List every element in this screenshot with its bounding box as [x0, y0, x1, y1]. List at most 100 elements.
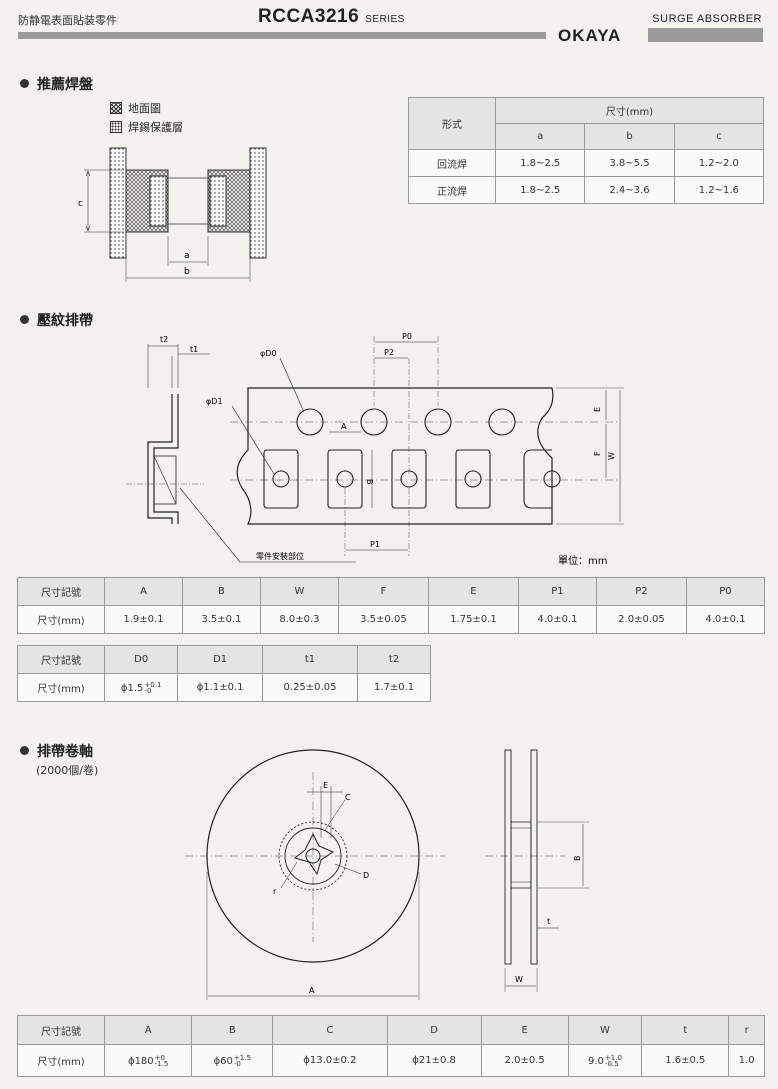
p0-label: P0	[402, 332, 412, 341]
cell: 1.2~2.0	[673, 149, 765, 177]
cell: ϕ180+0-1.5	[103, 1044, 193, 1077]
brand-logo: OKAYA	[558, 26, 622, 45]
section2-title-text: 壓紋排帶	[37, 313, 93, 329]
part-mount-label: 零件安裝部位	[256, 551, 304, 561]
bullet-icon	[20, 746, 29, 755]
size-mm-label: 尺寸(mm)	[17, 1044, 105, 1077]
bullet-icon	[20, 315, 29, 324]
col-header: D1	[177, 645, 263, 674]
reel-d-label: D	[363, 871, 369, 880]
col-header: P0	[685, 577, 766, 606]
bullet-icon	[20, 79, 29, 88]
col-header: E	[427, 577, 519, 606]
tol-down: -0.5	[604, 1059, 619, 1068]
p1-label: P1	[370, 540, 380, 549]
legend-item-ground: 地面圖	[110, 100, 183, 116]
legend-ground-label: 地面圖	[128, 102, 161, 115]
reel-quantity: (2000個/卷)	[36, 764, 99, 777]
table-row: 尺寸(mm) 1.9±0.1 3.5±0.1 8.0±0.3 3.5±0.05 …	[17, 605, 766, 634]
resist-right	[249, 147, 267, 259]
dim-symbol-header: 尺寸記號	[17, 577, 105, 606]
col-header: A	[103, 1015, 193, 1045]
cell: 4.0±0.1	[685, 605, 766, 634]
col-header: t2	[357, 645, 431, 674]
reel-t-label: t	[547, 917, 550, 926]
section3-title-text: 排帶卷軸	[37, 744, 93, 760]
table-row: 回流焊 1.8~2.5 3.8~5.5 1.2~2.0	[408, 149, 765, 177]
cell: 3.5±0.1	[181, 605, 261, 634]
cell: 3.8~5.5	[584, 149, 675, 177]
dim-c-label: c	[78, 199, 83, 209]
row-label: 回流焊	[408, 149, 496, 177]
resist-inner-right	[209, 175, 227, 227]
tol-down: -0	[233, 1059, 241, 1068]
cell: 2.0±0.5	[480, 1044, 569, 1077]
dim-w-label: W	[607, 452, 616, 460]
model-name: RCCA3216	[258, 6, 360, 27]
dim-symbol-header: 尺寸記號	[17, 1015, 105, 1045]
d0-tolerance: +0.1-0	[144, 680, 162, 695]
w-base: 9.0	[588, 1055, 604, 1067]
tape-dimension-table-2: 尺寸記號 D0 D1 t1 t2 尺寸(mm) ϕ1.5+0.1-0 ϕ1.1±…	[17, 645, 431, 702]
section-title-land-pattern: 推薦焊盤	[20, 74, 93, 94]
table-row: 尺寸(mm) ϕ1.5+0.1-0 ϕ1.1±0.1 0.25±0.05 1.7…	[17, 673, 431, 702]
t2-label: t2	[160, 335, 168, 344]
a-base: ϕ180	[127, 1055, 154, 1067]
header-bar	[18, 32, 546, 39]
dim-e-label: E	[593, 407, 602, 412]
reel-a-label: A	[309, 986, 315, 995]
dim-a-label: A	[341, 422, 347, 431]
resist-inner-left	[149, 175, 167, 227]
size-header: 尺寸(mm)	[495, 97, 764, 124]
a-tolerance: +0-1.5	[154, 1054, 169, 1068]
section-title-embossed-tape: 壓紋排帶	[20, 310, 93, 330]
col-header: P2	[595, 577, 687, 606]
cell: ϕ13.0±0.2	[272, 1044, 388, 1077]
col-header: r	[728, 1015, 765, 1045]
col-header: A	[104, 577, 183, 606]
section-title-reel: 排帶卷軸	[20, 741, 93, 761]
col-header: C	[272, 1015, 388, 1045]
cell: 1.2~1.6	[673, 176, 765, 204]
cell: ϕ21±0.8	[386, 1044, 482, 1077]
tol-down: -0	[144, 686, 152, 695]
reel-b-label: B	[573, 856, 582, 862]
cell: 4.0±0.1	[517, 605, 597, 634]
series-label: SERIES	[365, 14, 405, 25]
cell: 1.8~2.5	[494, 149, 586, 177]
d1-label: φD1	[206, 397, 223, 406]
d0-base: ϕ1.5	[120, 682, 144, 694]
legend-resist-label: 焊錫保護層	[128, 121, 183, 134]
p2-label: P2	[384, 348, 394, 357]
col-header: F	[337, 577, 429, 606]
w-tolerance: +1.0-0.5	[604, 1054, 622, 1068]
tol-up: +0.1	[144, 680, 162, 689]
product-type: SURGE ABSORBER	[652, 13, 762, 25]
legend-item-solder-resist: 焊錫保護層	[110, 119, 183, 135]
cell: 1.6±0.5	[641, 1044, 730, 1077]
reel-r-label: r	[273, 887, 277, 896]
form-header: 形式	[408, 97, 496, 150]
tol-down: -1.5	[154, 1059, 169, 1068]
reel-e-label: E	[323, 781, 328, 790]
col-a-header: a	[494, 123, 586, 150]
reel-dimension-table: 尺寸記號 A B C D E W t r 尺寸(mm) ϕ180+0-1.5 ϕ…	[17, 1015, 765, 1077]
land-pattern-table: 形式 尺寸(mm) a b c 回流焊 1.8~2.5 3.8~5.5 1.2~…	[408, 97, 765, 204]
col-header: B	[191, 1015, 274, 1045]
header-bar-right	[648, 28, 763, 42]
table-row: 正流焊 1.8~2.5 2.4~3.6 1.2~1.6	[408, 176, 765, 204]
col-header: D0	[103, 645, 179, 674]
b-tolerance: +1.5-0	[233, 1054, 251, 1068]
d0-label: φD0	[260, 349, 277, 358]
cell: 9.0+1.0-0.5	[567, 1044, 643, 1077]
cell: 1.75±0.1	[427, 605, 519, 634]
table-row: 尺寸(mm) ϕ180+0-1.5 ϕ60+1.5-0 ϕ13.0±0.2 ϕ2…	[17, 1044, 765, 1077]
b-base: ϕ60	[213, 1055, 233, 1067]
cell: 8.0±0.3	[259, 605, 339, 634]
reel-c-label: C	[345, 793, 351, 802]
col-header: D	[386, 1015, 482, 1045]
col-header: W	[259, 577, 339, 606]
size-mm-label: 尺寸(mm)	[17, 605, 105, 634]
reel-w-label: W	[515, 975, 523, 984]
tape-dimension-table: 尺寸記號 A B W F E P1 P2 P0 尺寸(mm) 1.9±0.1 3…	[17, 577, 766, 634]
